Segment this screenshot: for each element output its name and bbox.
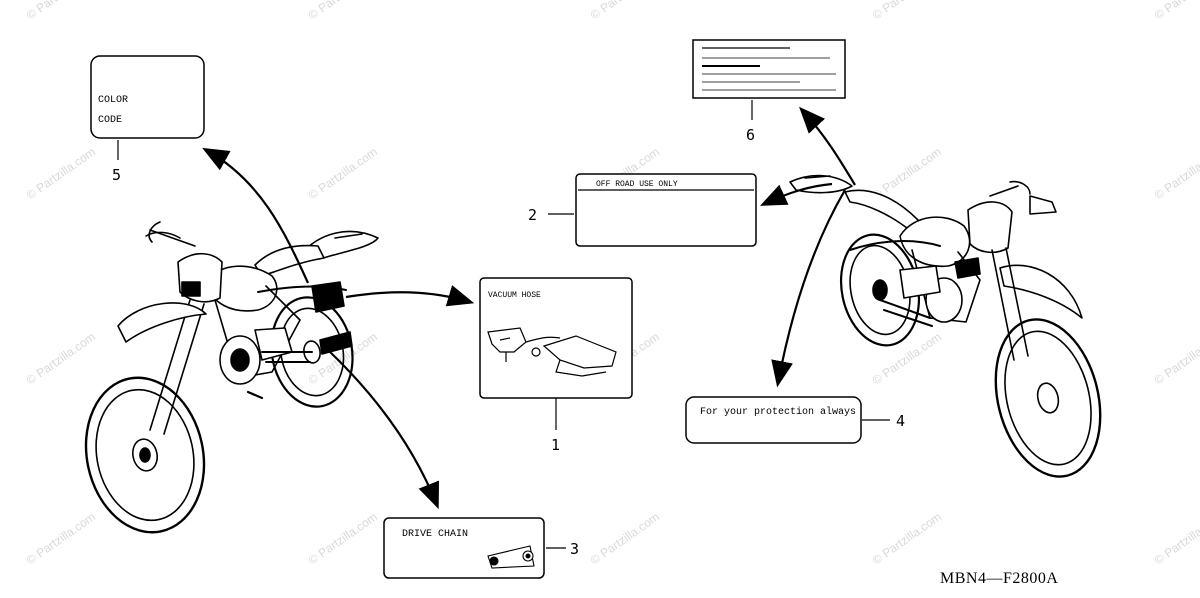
watermark-text: © Partzilla.com	[1152, 0, 1200, 22]
watermark-text: © Partzilla.com	[306, 510, 380, 568]
color-code-label: COLOR CODE 5	[90, 55, 205, 184]
callout-2: 2	[528, 206, 537, 224]
callout-4: 4	[896, 412, 905, 430]
motorcycle-right-illustration	[789, 174, 1102, 478]
chain-icon	[487, 545, 535, 569]
motorcycle-left-illustration	[84, 221, 379, 534]
arrow-to-protection	[771, 189, 846, 388]
callout-1: 1	[551, 436, 560, 454]
protection-text: For your protection always	[700, 406, 856, 418]
callout-6: 6	[746, 126, 755, 144]
vacuum-hose-drawing	[487, 327, 617, 377]
spec-label: 6	[692, 39, 846, 144]
arrow-to-spec-label	[799, 106, 856, 186]
watermark-text: © Partzilla.com	[24, 330, 98, 388]
watermark-text: © Partzilla.com	[24, 0, 98, 22]
off-road-text: OFF ROAD USE ONLY	[596, 180, 678, 189]
watermark-text: © Partzilla.com	[870, 145, 944, 203]
callout-5: 5	[112, 166, 121, 184]
watermark-text: © Partzilla.com	[306, 145, 380, 203]
vacuum-hose-text: VACUUM HOSE	[488, 291, 541, 300]
watermark-text: © Partzilla.com	[24, 510, 98, 568]
watermark-text: © Partzilla.com	[24, 145, 98, 203]
off-road-label: OFF ROAD USE ONLY 2	[528, 173, 757, 247]
color-code-line1: COLOR	[98, 95, 128, 106]
watermark-text: © Partzilla.com	[870, 0, 944, 22]
color-code-line2: CODE	[98, 115, 122, 126]
arrow-to-vacuum-hose	[345, 285, 475, 307]
watermark-text: © Partzilla.com	[588, 0, 662, 22]
spec-label-text-lines	[702, 47, 836, 91]
arrow-to-drive-chain	[329, 351, 440, 510]
watermark-text: © Partzilla.com	[1152, 330, 1200, 388]
drive-chain-label: DRIVE CHAIN 3	[383, 517, 579, 579]
arrow-to-off-road	[760, 182, 833, 206]
watermark-text: © Partzilla.com	[870, 330, 944, 388]
arrow-to-color-code	[202, 147, 310, 284]
watermark-text: © Partzilla.com	[1152, 510, 1200, 568]
watermark-text: © Partzilla.com	[588, 510, 662, 568]
drive-chain-text: DRIVE CHAIN	[402, 529, 468, 540]
vacuum-hose-label: VACUUM HOSE 1	[479, 277, 633, 454]
callout-3: 3	[570, 540, 579, 558]
diagram-code: MBN4—F2800A	[940, 570, 1058, 587]
watermark-text: © Partzilla.com	[870, 510, 944, 568]
protection-label: For your protection always 4	[685, 396, 905, 444]
watermark-text: © Partzilla.com	[306, 0, 380, 22]
watermark-text: © Partzilla.com	[1152, 145, 1200, 203]
